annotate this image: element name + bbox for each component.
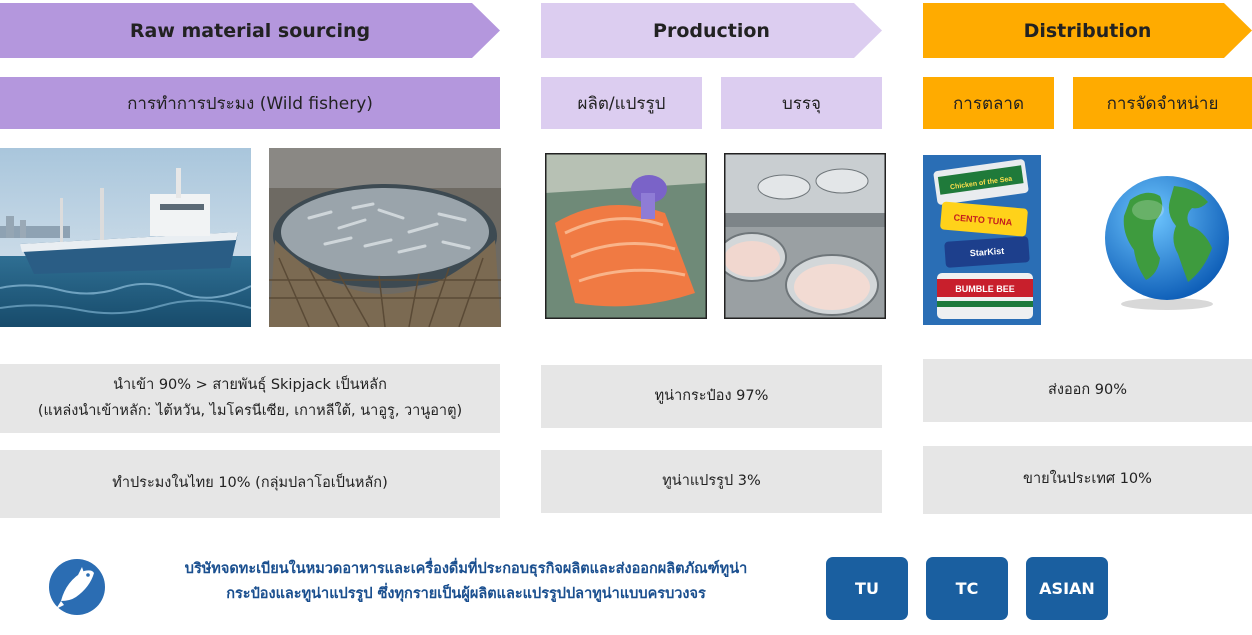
substage-label: บรรจุ bbox=[781, 93, 821, 114]
fact-export-box: ส่งออก 90% bbox=[923, 359, 1252, 422]
fish-basket-image bbox=[269, 148, 501, 327]
company-badge-tc: TC bbox=[926, 557, 1008, 620]
stage-title-sourcing: Raw material sourcing bbox=[129, 19, 371, 42]
substage-label: การทำการประมง (Wild fishery) bbox=[127, 93, 373, 114]
fact-canned-tuna-text: ทูน่ากระป๋อง 97% bbox=[654, 387, 769, 404]
tuna-fish-icon bbox=[48, 551, 106, 623]
stage-arrow-production: Production bbox=[541, 3, 882, 58]
substage-marketing: การตลาด bbox=[923, 77, 1054, 129]
fish-processing-image bbox=[545, 153, 707, 319]
stage-arrow-sourcing: Raw material sourcing bbox=[0, 3, 500, 58]
fact-domestic-sales-box: ขายในประเทศ 10% bbox=[923, 446, 1252, 514]
fact-processed-tuna-box: ทูน่าแปรรูป 3% bbox=[541, 450, 882, 513]
substage-retail-distribution: การจัดจำหน่าย bbox=[1073, 77, 1252, 129]
tuna-cans-image: Chicken of the Sea CENTO TUNA StarKist B… bbox=[923, 155, 1041, 325]
company-name: TU bbox=[855, 579, 879, 598]
fact-import-line1: นำเข้า 90% > สายพันธุ์ Skipjack เป็นหลัก bbox=[113, 377, 387, 394]
substage-wild-fishery: การทำการประมง (Wild fishery) bbox=[0, 77, 500, 129]
company-badge-tu: TU bbox=[826, 557, 908, 620]
fact-domestic-fishery-box: ทำประมงในไทย 10% (กลุ่มปลาโอเป็นหลัก) bbox=[0, 450, 500, 518]
company-name: TC bbox=[955, 579, 979, 598]
tuna-canning-image bbox=[724, 153, 886, 319]
stage-arrow-distribution: Distribution bbox=[923, 3, 1252, 58]
note-line1: บริษัทจดทะเบียนในหมวดอาหารและเครื่องดื่ม… bbox=[184, 561, 748, 577]
company-name: ASIAN bbox=[1039, 579, 1095, 598]
fact-processed-tuna-text: ทูน่าแปรรูป 3% bbox=[662, 472, 761, 489]
listed-companies-note: บริษัทจดทะเบียนในหมวดอาหารและเครื่องดื่ม… bbox=[130, 557, 802, 617]
fishing-vessel-image bbox=[0, 148, 251, 327]
substage-label: การตลาด bbox=[952, 93, 1024, 114]
stage-title-production: Production bbox=[653, 19, 770, 42]
substage-label: การจัดจำหน่าย bbox=[1106, 93, 1219, 114]
note-line2: กระป๋องและทูน่าแปรรูป ซึ่งทุกรายเป็นผู้ผ… bbox=[226, 586, 706, 603]
fact-domestic-fishery-text: ทำประมงในไทย 10% (กลุ่มปลาโอเป็นหลัก) bbox=[112, 475, 388, 492]
substage-packaging: บรรจุ bbox=[721, 77, 882, 129]
fact-domestic-sales-text: ขายในประเทศ 10% bbox=[1023, 471, 1152, 488]
can-label-starkist: StarKist bbox=[969, 246, 1004, 258]
can-label-bumble-bee: BUMBLE BEE bbox=[955, 284, 1015, 294]
fact-import-box: นำเข้า 90% > สายพันธุ์ Skipjack เป็นหลัก… bbox=[0, 364, 500, 433]
globe-image bbox=[1100, 170, 1234, 312]
fact-export-text: ส่งออก 90% bbox=[1048, 381, 1127, 398]
company-badge-asian: ASIAN bbox=[1026, 557, 1108, 620]
substage-label: ผลิต/แปรรูป bbox=[577, 93, 666, 114]
stage-title-distribution: Distribution bbox=[1023, 19, 1152, 42]
fact-import-line2: (แหล่งนำเข้าหลัก: ไต้หวัน, ไมโครนีเซีย, … bbox=[37, 402, 463, 419]
substage-processing: ผลิต/แปรรูป bbox=[541, 77, 702, 129]
fact-canned-tuna-box: ทูน่ากระป๋อง 97% bbox=[541, 365, 882, 428]
